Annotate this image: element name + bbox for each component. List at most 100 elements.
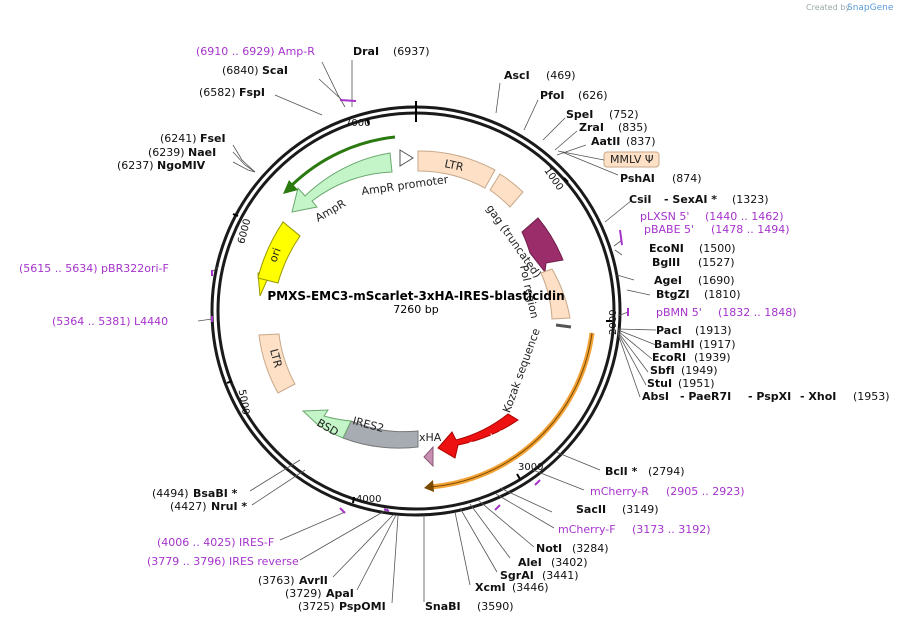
aatii-label[interactable]: AatII (591, 135, 620, 148)
sgrai-label[interactable]: SgrAI (500, 569, 534, 582)
avrii-position: (3763) (258, 574, 295, 587)
btgzi-label[interactable]: BtgZI (656, 288, 690, 301)
tick-label-7000: 7000 (345, 118, 370, 129)
spei-label[interactable]: SpeI (566, 108, 593, 121)
xhoi-label[interactable]: - XhoI (800, 390, 836, 403)
alei-label[interactable]: AleI (518, 556, 542, 569)
zrai-label[interactable]: ZraI (579, 121, 604, 134)
pshai-label[interactable]: PshAI (620, 172, 655, 185)
ires-f-label[interactable]: (4006 .. 4025) IRES-F (157, 536, 274, 549)
leader-lines (197, 60, 657, 604)
gag-truncated-feature[interactable] (521, 217, 564, 274)
ha-tag-feature[interactable] (423, 445, 434, 468)
sacii-label[interactable]: SacII (576, 503, 606, 516)
tick-6000 (232, 213, 239, 217)
tick-4000 (352, 496, 355, 504)
plxsn-label[interactable]: pLXSN 5' (640, 210, 689, 223)
mscarlet-feature[interactable] (437, 413, 519, 459)
fsei-label[interactable]: FseI (200, 132, 226, 145)
bsabi-position: (4494) (152, 487, 189, 500)
sexai-label[interactable]: - SexAI * (664, 193, 717, 206)
tick-label-4000: 4000 (356, 494, 381, 505)
amp-r-primer-label[interactable]: (6910 .. 6929) Amp-R (196, 45, 315, 58)
bglii-position: (1527) (698, 256, 735, 269)
pbabe-position: (1478 .. 1494) (711, 223, 790, 236)
ecori-position: (1939) (694, 351, 731, 364)
bglii-label[interactable]: BglII (652, 256, 680, 269)
sbfi-label[interactable]: SbfI (650, 364, 675, 377)
tick-3000 (516, 473, 521, 480)
pbmn-label[interactable]: pBMN 5' (656, 306, 702, 319)
ires-reverse-label[interactable]: (3779 .. 3796) IRES reverse (147, 555, 299, 568)
pspxi-label[interactable]: - PspXI (748, 390, 791, 403)
fsei-position: (6241) (160, 132, 197, 145)
kozak-feature[interactable] (555, 323, 572, 329)
xcmi-position: (3446) (512, 581, 549, 594)
tick-label-2000: 2000 (608, 310, 619, 335)
apai-label[interactable]: ApaI (326, 587, 354, 600)
agei-label[interactable]: AgeI (654, 274, 682, 287)
kozak-outer-arrowhead (424, 480, 434, 492)
tick-5000 (226, 380, 233, 384)
pbr322ori-f-label[interactable]: (5615 .. 5634) pBR322ori-F (19, 262, 169, 275)
l4440-label[interactable]: (5364 .. 5381) L4440 (52, 315, 168, 328)
ampr-primer-arrowhead (283, 180, 298, 194)
pspomi-position: (3725) (298, 600, 335, 613)
pspomi-label[interactable]: PspOMI (339, 600, 386, 613)
snabi-label[interactable]: SnaBI (425, 600, 461, 613)
bsabi-label[interactable]: BsaBI * (193, 487, 238, 500)
absi-label[interactable]: AbsI (642, 390, 669, 403)
zrai-position: (835) (618, 121, 648, 134)
naei-label[interactable]: NaeI (188, 146, 216, 159)
paci-label[interactable]: PacI (656, 324, 682, 337)
ampr-promoter-feature[interactable] (399, 149, 414, 167)
pol-region-feature[interactable] (540, 268, 571, 320)
apai-position: (3729) (285, 587, 322, 600)
mmlv-psi-box[interactable] (603, 151, 660, 168)
econi-label[interactable]: EcoNI (649, 242, 684, 255)
tick-1000 (563, 177, 569, 183)
ori-feature-body[interactable] (257, 221, 301, 284)
brand-snapgene[interactable]: SnapGene (847, 3, 894, 13)
scai-position: (6840) (222, 64, 259, 77)
bamhi-position: (1917) (699, 338, 736, 351)
stui-label[interactable]: StuI (647, 377, 672, 390)
ecori-label[interactable]: EcoRI (652, 351, 686, 364)
plxsn-position: (1440 .. 1462) (705, 210, 784, 223)
scai-label[interactable]: ScaI (262, 64, 288, 77)
mcherry-r-label[interactable]: mCherry-R (590, 485, 649, 498)
ampr-feature[interactable] (291, 152, 393, 213)
asci-label[interactable]: AscI (504, 69, 530, 82)
naei-position: (6239) (148, 146, 185, 159)
fspi-label[interactable]: FspI (239, 86, 265, 99)
csii-label[interactable]: CsiI (629, 193, 651, 206)
ltr-top-label: LTR (443, 157, 465, 174)
ltr-top-feature[interactable] (417, 150, 496, 189)
avrii-label[interactable]: AvrII (299, 574, 328, 587)
gag-start-feature[interactable] (489, 173, 524, 208)
mmlv-psi-label: MMLV Ψ (610, 153, 654, 166)
bcli-label[interactable]: BclI * (605, 465, 638, 478)
scale-ticks (226, 118, 612, 504)
sacii-position: (3149) (622, 503, 659, 516)
pfoi-position: (626) (578, 89, 608, 102)
xcmi-label[interactable]: XcmI (475, 581, 506, 594)
pbabe-label[interactable]: pBABE 5' (644, 223, 694, 236)
ltr-bottom-feature[interactable] (258, 333, 296, 394)
noti-position: (3284) (572, 542, 609, 555)
ha-label: 3xHA (412, 431, 442, 444)
ltr-bottom-label: LTR (267, 347, 285, 369)
nrui-label[interactable]: NruI * (211, 500, 247, 513)
agei-position: (1690) (698, 274, 735, 287)
drai-position: (6937) (393, 45, 430, 58)
bsd-feature[interactable] (301, 409, 352, 439)
noti-label[interactable]: NotI (536, 542, 562, 555)
spei-position: (752) (609, 108, 639, 121)
ngomiv-label[interactable]: NgoMIV (157, 159, 206, 172)
bamhi-label[interactable]: BamHI (654, 338, 695, 351)
pfoi-label[interactable]: PfoI (540, 89, 565, 102)
drai-label[interactable]: DraI (353, 45, 379, 58)
paer7i-label[interactable]: - PaeR7I (680, 390, 731, 403)
aatii-position: (837) (626, 135, 656, 148)
mcherry-f-label[interactable]: mCherry-F (558, 523, 616, 536)
